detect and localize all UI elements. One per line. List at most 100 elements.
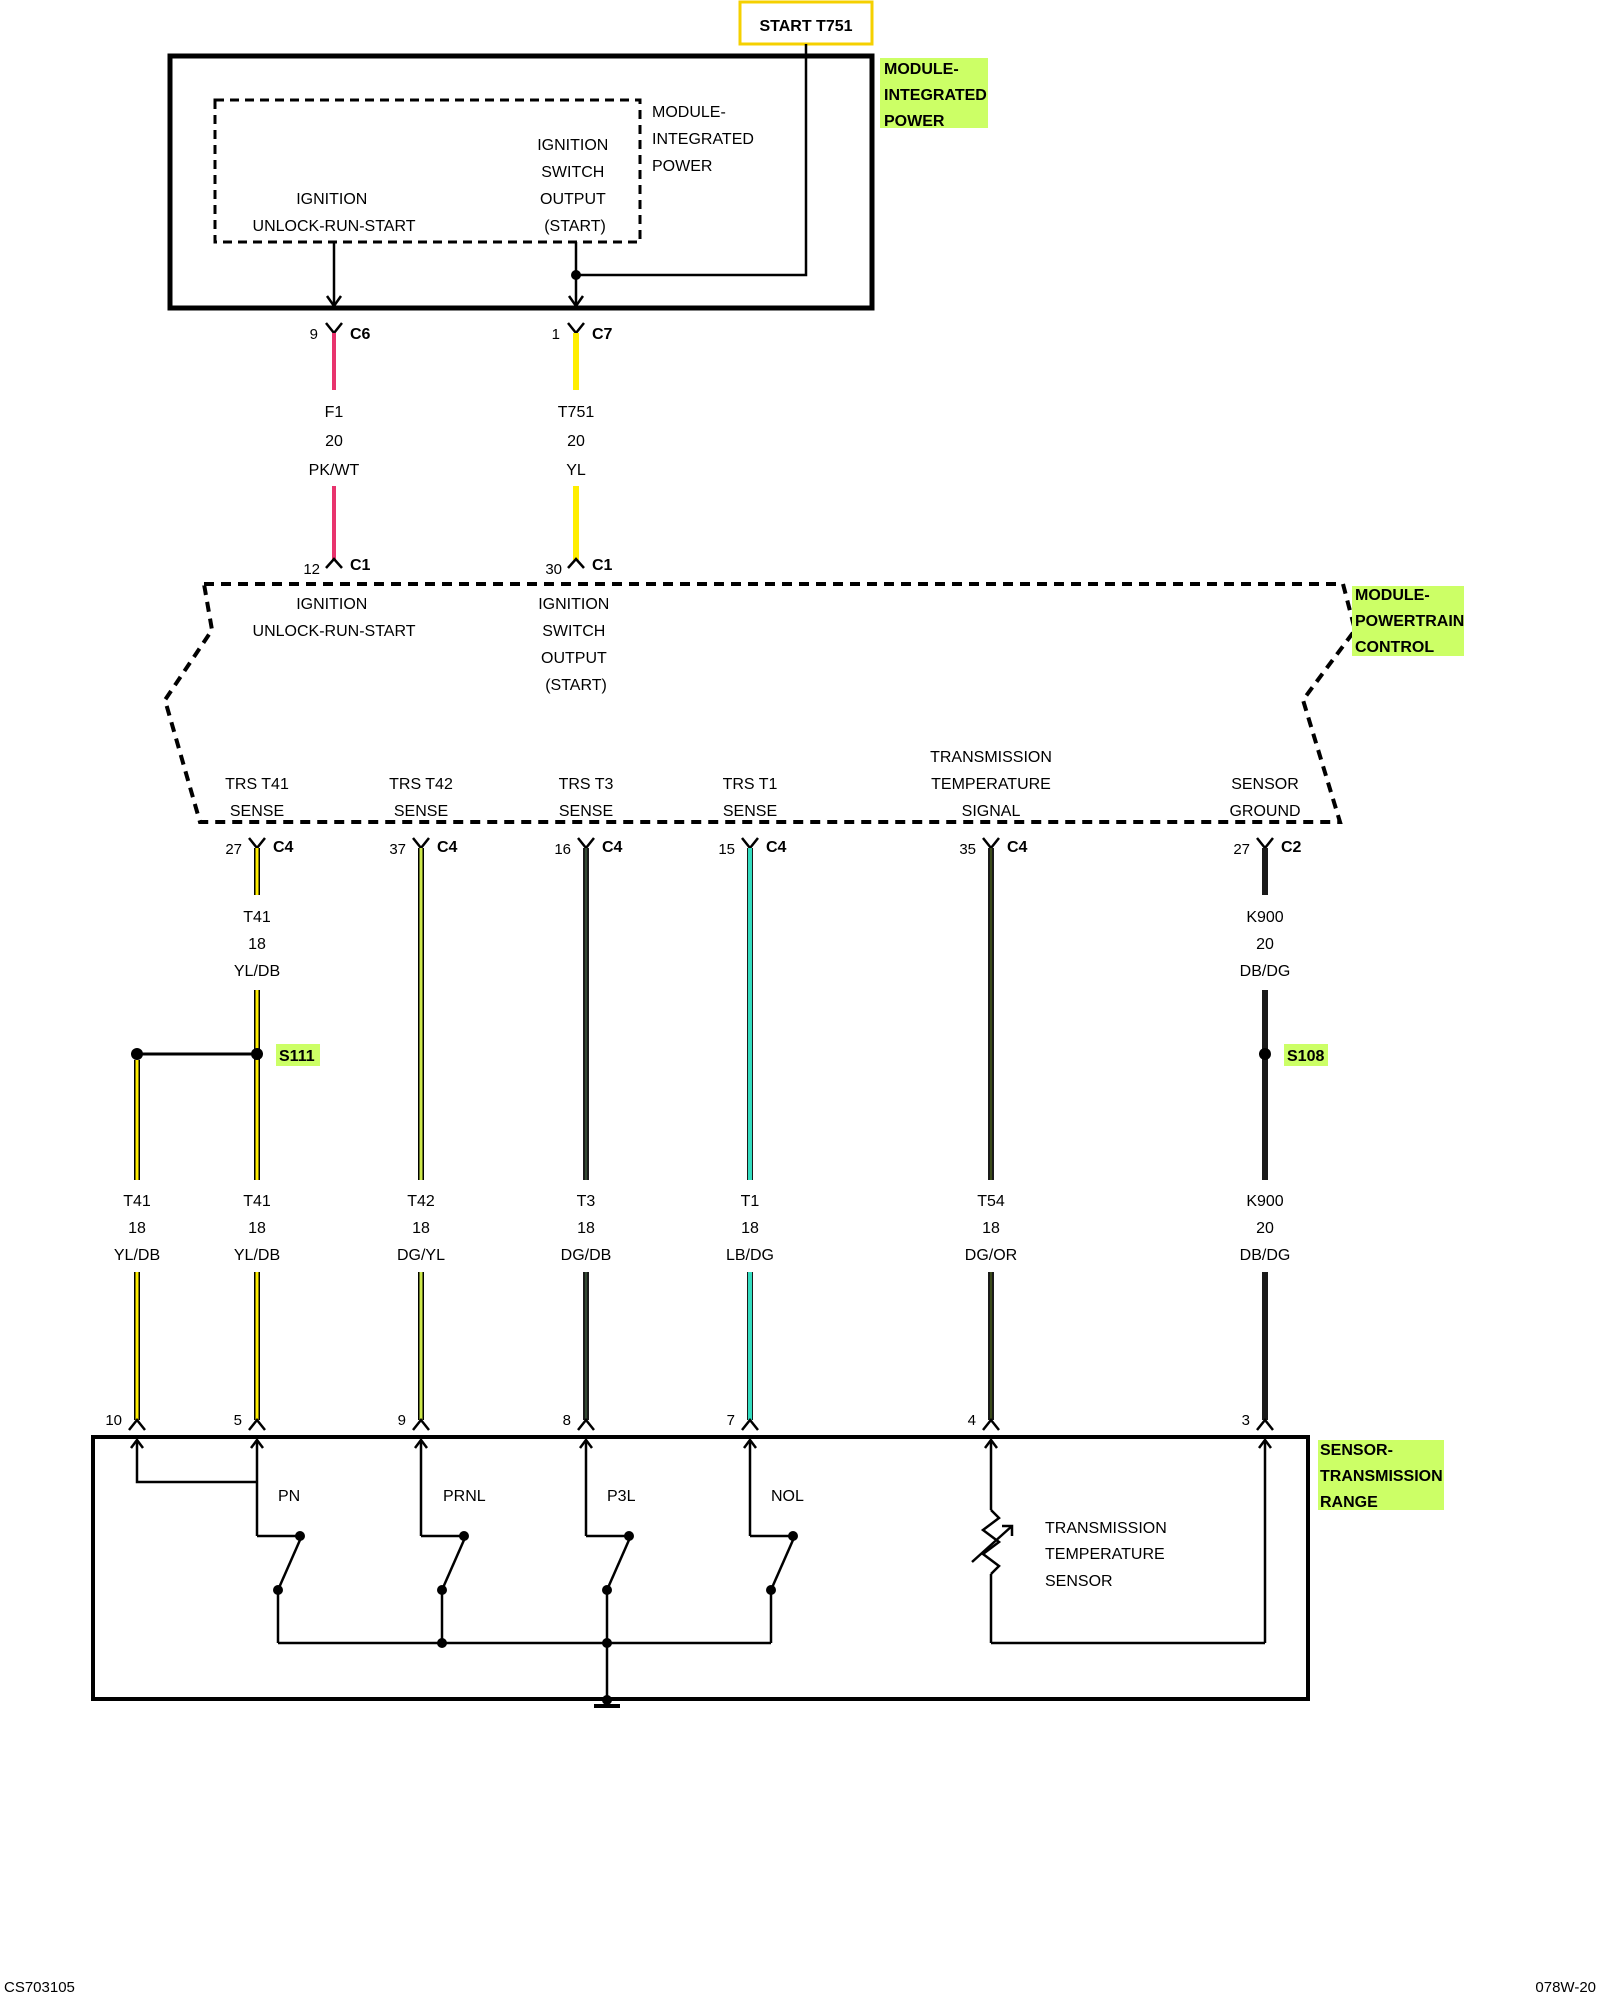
pcm-ign-switch-label: IGNITION SWITCH OUTPUT (START) (538, 596, 614, 694)
svg-text:18: 18 (577, 1220, 595, 1237)
svg-text:T3: T3 (577, 1193, 596, 1210)
svg-text:7: 7 (727, 1412, 735, 1429)
switch-p3l-label: P3L (607, 1488, 636, 1505)
svg-text:12: 12 (303, 561, 320, 578)
sensor-pin-connectors (128, 1417, 1274, 1431)
mip-module-box (167, 53, 875, 311)
svg-text:30: 30 (545, 561, 562, 578)
footer-left-code: CS703105 (4, 1979, 75, 1996)
connector-c7: 1 C7 (552, 322, 613, 343)
svg-text:YL/DB: YL/DB (114, 1247, 160, 1264)
wire-f1: F1 20 PK/WT (309, 333, 360, 560)
pcm-output-connector-labels: 27 C4 37 C4 16 C4 15 C4 35 C4 27 C2 (225, 839, 1301, 858)
svg-text:K900: K900 (1246, 909, 1283, 926)
svg-text:T751: T751 (558, 404, 595, 421)
pcm-component-label: MODULE- POWERTRAIN CONTROL (1355, 587, 1469, 656)
trs-switch-labels: PN PRNL P3L NOL (278, 1488, 804, 1505)
start-tag-label: START T751 (759, 18, 852, 35)
wire-t751: T751 20 YL (558, 333, 595, 560)
svg-text:20: 20 (1256, 1220, 1274, 1237)
switch-pn-label: PN (278, 1488, 300, 1505)
svg-text:T1: T1 (741, 1193, 760, 1210)
svg-text:27: 27 (225, 841, 242, 858)
connector-pcm-c1-pin30: 30 C1 (545, 557, 612, 578)
svg-text:YL/DB: YL/DB (234, 1247, 280, 1264)
svg-text:C2: C2 (1281, 839, 1302, 856)
svg-text:S108: S108 (1287, 1048, 1324, 1065)
mip-inner-label: MODULE- INTEGRATED POWER (652, 104, 758, 175)
wire-t1: T1 18 LB/DG (726, 848, 774, 1420)
svg-text:8: 8 (563, 1412, 571, 1429)
svg-text:16: 16 (554, 841, 571, 858)
temp-sensor-label: TRANSMISSION TEMPERATURE SENSOR (1045, 1520, 1171, 1590)
trs-switch-contacts (273, 1531, 798, 1705)
svg-text:20: 20 (567, 433, 585, 450)
wire-t54: T54 18 DG/OR (965, 848, 1017, 1420)
mip-junction-dot (571, 270, 581, 280)
svg-text:18: 18 (248, 1220, 266, 1237)
svg-text:S111: S111 (279, 1048, 315, 1065)
pcm-dashed-outline (162, 582, 1358, 824)
svg-text:DG/OR: DG/OR (965, 1247, 1017, 1264)
pcm-ign-unlock-label: IGNITION UNLOCK-RUN-START (253, 596, 416, 640)
svg-text:C4: C4 (437, 839, 458, 856)
svg-text:C4: C4 (766, 839, 787, 856)
mip-ign-switch-label: IGNITION SWITCH OUTPUT (START) (537, 137, 613, 235)
connector-c6: 9 C6 (310, 322, 371, 343)
svg-text:9: 9 (398, 1412, 406, 1429)
mip-internal-dashed-box (213, 98, 642, 244)
svg-text:18: 18 (741, 1220, 759, 1237)
splice-s108: S108 (1259, 1044, 1328, 1066)
svg-text:35: 35 (959, 841, 976, 858)
trs-component-label: SENSOR- TRANSMISSION RANGE (1320, 1442, 1447, 1511)
switch-nol-label: NOL (771, 1488, 804, 1505)
svg-text:C4: C4 (602, 839, 623, 856)
wire-t42: T42 18 DG/YL (397, 848, 445, 1420)
footer-right-code: 078W-20 (1535, 1979, 1596, 1996)
svg-text:4: 4 (968, 1412, 976, 1429)
svg-text:5: 5 (234, 1412, 242, 1429)
svg-text:C4: C4 (273, 839, 294, 856)
sensor-pin-numbers: 10 5 9 8 7 4 3 (105, 1412, 1250, 1429)
svg-text:T41: T41 (243, 1193, 271, 1210)
svg-text:9: 9 (310, 326, 318, 343)
svg-text:C1: C1 (350, 557, 371, 574)
mip-label-highlight (880, 58, 988, 128)
svg-text:T41: T41 (243, 909, 271, 926)
svg-text:T54: T54 (977, 1193, 1005, 1210)
switch-prnl-label: PRNL (443, 1488, 486, 1505)
svg-text:15: 15 (718, 841, 735, 858)
mip-ign-unlock-label: IGNITION UNLOCK-RUN-START (253, 191, 416, 235)
svg-text:18: 18 (248, 936, 266, 953)
svg-text:PK/WT: PK/WT (309, 462, 360, 479)
svg-text:DB/DG: DB/DG (1240, 963, 1291, 980)
wire-t41-branch: T41 18 YL/DB (114, 1060, 160, 1420)
svg-text:10: 10 (105, 1412, 122, 1429)
wire-k900: K900 20 DB/DG K900 20 DB/DG (1240, 848, 1291, 1420)
svg-text:20: 20 (1256, 936, 1274, 953)
svg-text:DB/DG: DB/DG (1240, 1247, 1291, 1264)
connector-pcm-c1-pin12: 12 C1 (303, 557, 370, 578)
svg-text:T41: T41 (123, 1193, 151, 1210)
trs-sensor-box (91, 1435, 1310, 1701)
splice-s111: S111 (131, 1044, 320, 1066)
svg-text:C4: C4 (1007, 839, 1028, 856)
svg-text:K900: K900 (1246, 1193, 1283, 1210)
svg-text:YL/DB: YL/DB (234, 963, 280, 980)
svg-text:YL: YL (566, 462, 586, 479)
pcm-label-highlight (1352, 586, 1464, 656)
svg-text:C7: C7 (592, 326, 613, 343)
svg-text:C1: C1 (592, 557, 613, 574)
svg-text:27: 27 (1233, 841, 1250, 858)
svg-text:DG/DB: DG/DB (561, 1247, 612, 1264)
svg-text:DG/YL: DG/YL (397, 1247, 445, 1264)
svg-text:37: 37 (389, 841, 406, 858)
svg-text:T42: T42 (407, 1193, 435, 1210)
svg-text:18: 18 (412, 1220, 430, 1237)
